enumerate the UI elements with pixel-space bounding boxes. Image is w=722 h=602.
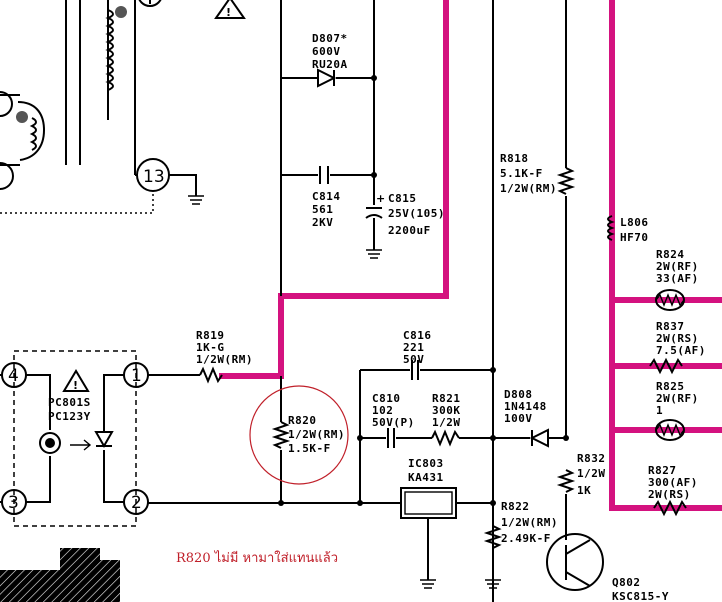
r818-value: 5.1K-F (500, 167, 543, 180)
pin-2-label: 2 (131, 493, 142, 513)
c815-value: 2200uF (388, 224, 431, 237)
c816-value: 221 (403, 341, 424, 354)
r820-ref: R820 (288, 414, 317, 427)
r837-rating: 2W(RS) (656, 332, 699, 345)
r827-rating: 2W(RS) (648, 488, 691, 501)
r832-ref: R832 (577, 452, 606, 465)
q802-ref: Q802 (612, 576, 641, 589)
d808-ref: D808 (504, 388, 533, 401)
r824-ref: R824 (656, 248, 685, 261)
c816-voltage: 50V (403, 353, 424, 366)
pin-4-label: 4 (8, 366, 19, 386)
r821-resistor (431, 429, 460, 447)
ic803-part: KA431 (408, 471, 444, 484)
transformer-area: 13 ! (0, 0, 246, 214)
r822-ref: R822 (501, 500, 530, 513)
r818-rating: 1/2W(RM) (500, 182, 557, 195)
ic803-section: IC803 KA431 (400, 457, 496, 589)
r819-ref: R819 (196, 329, 225, 342)
r819-section: R819 1K-G 1/2W(RM) (148, 329, 253, 384)
r820-rating: 1/2W(RM) (288, 428, 345, 441)
hatched-block (0, 548, 120, 602)
q802-transistor (546, 533, 604, 591)
c814-ref: C814 (312, 190, 341, 203)
r819-rating: 1/2W(RM) (196, 353, 253, 366)
r827-value: 300(AF) (648, 476, 698, 489)
c814-value: 561 (312, 203, 333, 216)
l806-ref: L806 (620, 216, 649, 229)
r827-resistor (653, 499, 687, 517)
svg-text:!: ! (73, 379, 78, 392)
r837-value: 7.5(AF) (656, 344, 706, 357)
r820-value: 1.5K-F (288, 442, 331, 455)
output-resistors: R824 2W(RF) 33(AF) R837 2W(RS) 7.5(AF) R… (648, 248, 706, 517)
r818-ref: R818 (500, 152, 529, 165)
pin-13-label: 13 (143, 167, 165, 187)
r822-rating: 1/2W(RM) (501, 516, 558, 529)
pc801-ref1: PC801S (48, 396, 91, 409)
c816-ref: C816 (403, 329, 432, 342)
pc801-optocoupler: 4 3 1 2 ! PC801S PC123Y (0, 350, 149, 527)
snubber-section: D807* 600V RU20A C814 561 2KV + C815 25V… (280, 0, 445, 296)
l806-value: HF70 (620, 231, 649, 244)
r832-rating: 1/2W (577, 467, 606, 480)
r819-value: 1K-G (196, 341, 225, 354)
winding-dot (115, 6, 127, 18)
feedback-network: C816 221 50V C810 102 50V(P) R821 300K 1… (148, 329, 569, 506)
r825-rating: 2W(RF) (656, 392, 699, 405)
r822-section: R822 1/2W(RM) 2.49K-F (483, 500, 558, 589)
r820-section: R820 1/2W(RM) 1.5K-F (249, 376, 349, 503)
d808-voltage: 100V (504, 412, 533, 425)
r824-rating: 2W(RF) (656, 260, 699, 273)
r820-resistor (271, 421, 291, 449)
c815-voltage: 25V(105) (388, 207, 445, 220)
r837-ref: R837 (656, 320, 685, 333)
pin-1-label: 1 (131, 366, 142, 386)
r832-value: 1K (577, 484, 591, 497)
c810-value: 102 (372, 404, 393, 417)
svg-text:+: + (376, 192, 385, 205)
r827-ref: R827 (648, 464, 677, 477)
d807-ref: D807* (312, 32, 348, 45)
q802-section: R832 1/2W 1K Q802 KSC815-Y (546, 452, 669, 602)
feedback-column: R818 5.1K-F 1/2W(RM) L806 HF70 (492, 0, 649, 602)
c814-voltage: 2KV (312, 216, 333, 229)
pc801-outline (13, 350, 137, 527)
pc801-ref2: PC123Y (48, 410, 91, 423)
warning-icon: ! (226, 6, 231, 19)
r821-rating: 1/2W (432, 416, 461, 429)
c810-voltage: 50V(P) (372, 416, 415, 429)
r825-ref: R825 (656, 380, 685, 393)
r825-value: 1 (656, 404, 663, 417)
r820-highlight-circle (249, 385, 349, 485)
r837-resistor (649, 357, 683, 375)
r832-resistor (556, 469, 576, 493)
pin-3-label: 3 (8, 493, 19, 513)
r820-annotation: R820 ไม่มี หามาใส่แทนแล้ว (176, 550, 338, 566)
q802-part: KSC815-Y (612, 590, 669, 602)
r821-ref: R821 (432, 392, 461, 405)
d808-part: 1N4148 (504, 400, 547, 413)
r821-value: 300K (432, 404, 461, 417)
d807-voltage: 600V (312, 45, 341, 58)
r822-value: 2.49K-F (501, 532, 551, 545)
ic803-ref: IC803 (408, 457, 444, 470)
c815-ref: C815 (388, 192, 417, 205)
r822-resistor (483, 525, 503, 549)
r824-value: 33(AF) (656, 272, 699, 285)
r819-resistor (199, 366, 223, 384)
c810-ref: C810 (372, 392, 401, 405)
d807-part: RU20A (312, 58, 348, 71)
